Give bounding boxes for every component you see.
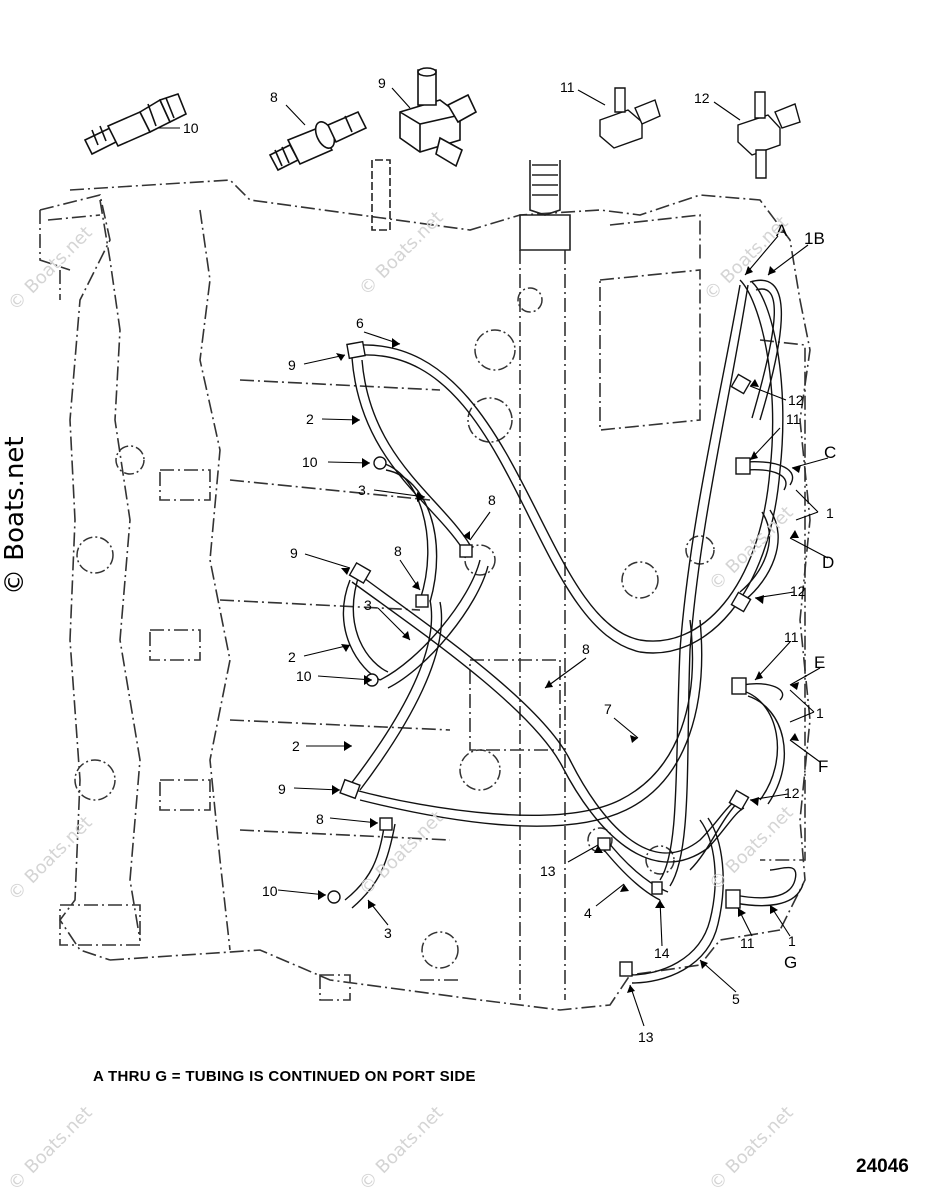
part-11-elbow-fitting [599, 87, 661, 149]
callout-3-c: 3 [384, 925, 392, 941]
callout-12-b: 12 [790, 583, 806, 599]
callout-11-a: 11 [786, 411, 801, 427]
callout-9-b: 9 [290, 545, 298, 561]
callout-11-c: 11 [740, 935, 755, 951]
callout-8-a: 8 [488, 492, 496, 508]
callout-4: 4 [584, 905, 592, 921]
callout-1-c: 1 [788, 933, 796, 949]
diagram-number: 24046 [856, 1156, 909, 1177]
callout-8-b: 8 [394, 543, 402, 559]
part-12-tee-fitting [737, 91, 801, 179]
tubing [342, 279, 804, 984]
callout-f: F [818, 757, 828, 776]
callout-2-a: 2 [306, 411, 314, 427]
leader-arrowheads [318, 266, 801, 993]
block-bosses [74, 287, 715, 969]
callout-10-top: 10 [183, 120, 199, 136]
callout-1-a: 1 [826, 505, 834, 521]
callout-10-c: 10 [262, 883, 278, 899]
callout-10-a: 10 [302, 454, 318, 470]
callout-1-b: 1 [816, 705, 824, 721]
hose-fittings [327, 340, 752, 977]
callout-a: A [776, 221, 788, 240]
callout-11-b: 11 [784, 629, 799, 645]
callout-10-b: 10 [296, 668, 312, 684]
callout-6: 6 [356, 315, 364, 331]
callout-14: 14 [654, 945, 670, 961]
engine-block-outline [39, 179, 811, 1011]
callout-8-c: 8 [582, 641, 590, 657]
callout-9-c: 9 [278, 781, 286, 797]
callout-13-a: 13 [540, 863, 556, 879]
callout-9-top: 9 [378, 75, 386, 91]
callout-11-top: 11 [560, 79, 575, 95]
callout-7: 7 [604, 701, 612, 717]
callout-c: C [824, 443, 836, 462]
callout-8-d: 8 [316, 811, 324, 827]
part-10-connector [83, 93, 188, 156]
callout-3-b: 3 [364, 597, 372, 613]
callout-1b: 1B [804, 229, 825, 248]
callout-12-top: 12 [694, 90, 710, 106]
callout-8-top: 8 [270, 89, 278, 105]
callout-3-a: 3 [358, 482, 366, 498]
footnote: A THRU G = TUBING IS CONTINUED ON PORT S… [93, 1068, 476, 1085]
shaft [371, 159, 571, 251]
part-9-tee-fitting [399, 67, 478, 168]
callout-e: E [814, 653, 825, 672]
callout-9-a: 9 [288, 357, 296, 373]
part-8-check-valve [268, 110, 368, 172]
callout-g: G [784, 953, 797, 972]
callout-d: D [822, 553, 834, 572]
callout-2-b: 2 [288, 649, 296, 665]
callout-2-c: 2 [292, 738, 300, 754]
callout-12-c: 12 [784, 785, 800, 801]
callout-5: 5 [732, 991, 740, 1007]
watermark-vertical: © Boats.net [0, 436, 30, 595]
callout-12-a: 12 [788, 392, 804, 408]
callout-13-b: 13 [638, 1029, 654, 1045]
callout-labels: 10 8 9 11 12 A 1B 6 9 2 10 3 8 12 11 C 1… [183, 75, 836, 1045]
